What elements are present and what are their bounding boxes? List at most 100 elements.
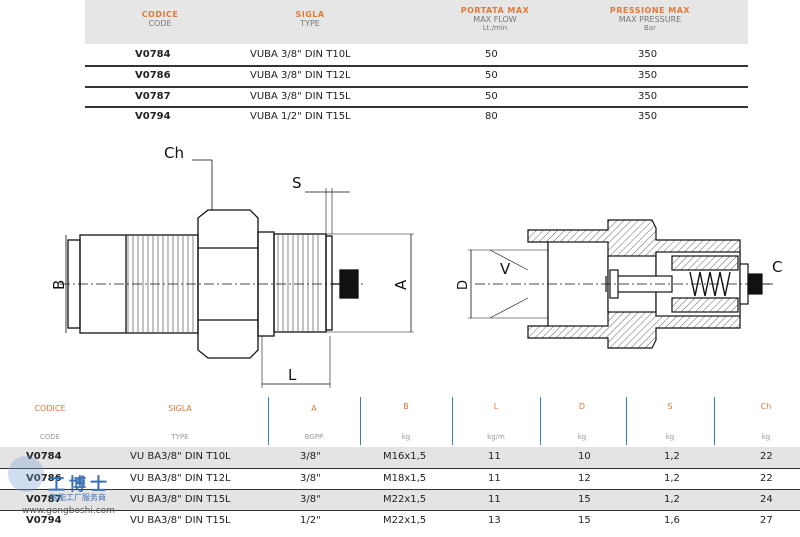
row-b: M22x1,5 xyxy=(383,515,427,526)
row-divider xyxy=(0,510,800,511)
bottom-header-ch: Ch xyxy=(760,402,772,411)
bottom-header-l-sub: kg/m xyxy=(487,433,505,441)
row-ch: 24 xyxy=(760,494,773,505)
table-row: V0786 VUBA 3/8" DIN T12L 50 350 xyxy=(85,65,748,87)
column-divider xyxy=(452,397,453,445)
row-code: V0786 xyxy=(26,473,62,484)
row-b: M16x1,5 xyxy=(383,451,427,462)
row-divider xyxy=(0,468,800,469)
bottom-header-b-sub: kg xyxy=(401,433,411,441)
table-row: V0787 VUBA 3/8" DIN T15L 50 350 xyxy=(85,86,748,108)
row-code: V0784 xyxy=(135,49,171,60)
bottom-header-s: S xyxy=(667,402,673,411)
row-l: 11 xyxy=(488,451,501,462)
row-a: 3/8" xyxy=(300,494,321,505)
top-table-header xyxy=(85,0,748,44)
row-code: V0786 xyxy=(135,70,171,81)
row-type: VU BA3/8" DIN T15L xyxy=(130,515,231,526)
column-divider xyxy=(540,397,541,445)
row-s: 1,2 xyxy=(664,473,680,484)
row-pressure: 350 xyxy=(638,70,658,81)
row-b: M22x1,5 xyxy=(383,494,427,505)
row-d: 15 xyxy=(578,515,591,526)
label-s: S xyxy=(292,174,302,192)
label-ch: Ch xyxy=(164,144,184,162)
bottom-header-type-sub: TYPE xyxy=(171,433,189,441)
column-divider xyxy=(626,397,627,445)
label-c: C xyxy=(772,258,782,276)
bottom-header-s-sub: kg xyxy=(665,433,675,441)
bottom-header-d: D xyxy=(578,402,586,411)
row-flow: 80 xyxy=(485,111,498,122)
bottom-header-ch-sub: kg xyxy=(761,433,771,441)
column-divider xyxy=(268,397,269,445)
label-d: D xyxy=(456,280,471,290)
row-flow: 50 xyxy=(485,70,498,81)
label-l: L xyxy=(288,366,297,384)
row-d: 12 xyxy=(578,473,591,484)
row-divider xyxy=(85,106,748,108)
table-row: V0794 VU BA3/8" DIN T15L 1/2" M22x1,5 13… xyxy=(0,511,800,532)
row-a: 3/8" xyxy=(300,451,321,462)
table-row: V0786 VU BA3/8" DIN T12L 3/8" M18x1,5 11… xyxy=(0,469,800,490)
column-divider xyxy=(714,397,715,445)
row-ch: 22 xyxy=(760,473,773,484)
watermark-title: 工博士 xyxy=(48,475,111,495)
label-a: A xyxy=(392,279,410,290)
header-flow: PORTATA MAX MAX FLOW Lt./min xyxy=(460,6,530,32)
row-code: V0784 xyxy=(26,451,62,462)
row-pressure: 350 xyxy=(638,49,658,60)
row-a: 3/8" xyxy=(300,473,321,484)
external-view xyxy=(60,159,414,388)
bottom-header-code: CODICE xyxy=(34,404,66,413)
row-a: 1/2" xyxy=(300,515,321,526)
row-type: VU BA3/8" DIN T10L xyxy=(130,451,231,462)
row-s: 1,2 xyxy=(664,494,680,505)
header-type: SIGLA TYPE xyxy=(295,10,325,28)
row-s: 1,6 xyxy=(664,515,680,526)
row-type: VU BA3/8" DIN T15L xyxy=(130,494,231,505)
bottom-header-a: A xyxy=(311,404,317,413)
header-code: CODICE CODE xyxy=(141,10,179,28)
technical-drawing: Ch S B A L D V C xyxy=(50,144,782,388)
row-l: 11 xyxy=(488,473,501,484)
header-pressure: PRESSIONE MAX MAX PRESSURE Bar xyxy=(609,6,691,32)
bottom-header-b: B xyxy=(403,402,409,411)
table-row: V0784 VUBA 3/8" DIN T10L 50 350 xyxy=(85,44,748,66)
row-code: V0787 xyxy=(26,494,62,505)
row-code: V0794 xyxy=(135,111,171,122)
section-view xyxy=(468,219,775,349)
watermark-logo-icon xyxy=(8,456,44,492)
row-type: VUBA 3/8" DIN T15L xyxy=(250,91,351,102)
row-l: 11 xyxy=(488,494,501,505)
row-type: VUBA 3/8" DIN T10L xyxy=(250,49,351,60)
row-flow: 50 xyxy=(485,91,498,102)
row-type: VU BA3/8" DIN T12L xyxy=(130,473,231,484)
row-b: M18x1,5 xyxy=(383,473,427,484)
row-ch: 27 xyxy=(760,515,773,526)
row-divider xyxy=(0,489,800,490)
row-divider xyxy=(85,65,748,67)
row-type: VUBA 3/8" DIN T12L xyxy=(250,70,351,81)
row-flow: 50 xyxy=(485,49,498,60)
label-v: V xyxy=(500,260,511,278)
table-row: V0794 VUBA 1/2" DIN T15L 80 350 xyxy=(85,106,748,128)
row-code: V0787 xyxy=(135,91,171,102)
table-row: V0784 VU BA3/8" DIN T10L 3/8" M16x1,5 11… xyxy=(0,447,800,468)
row-pressure: 350 xyxy=(638,111,658,122)
column-divider xyxy=(360,397,361,445)
row-pressure: 350 xyxy=(638,91,658,102)
row-code: V0794 xyxy=(26,515,62,526)
watermark-url: www.gongboshi.com xyxy=(22,506,115,516)
row-s: 1,2 xyxy=(664,451,680,462)
bottom-header-code-sub: CODE xyxy=(39,433,61,441)
row-ch: 22 xyxy=(760,451,773,462)
row-d: 10 xyxy=(578,451,591,462)
bottom-header-l: L xyxy=(493,402,499,411)
row-divider xyxy=(85,86,748,88)
bottom-header-d-sub: kg xyxy=(577,433,587,441)
row-type: VUBA 1/2" DIN T15L xyxy=(250,111,351,122)
row-d: 15 xyxy=(578,494,591,505)
label-b: B xyxy=(50,280,68,290)
watermark-subtitle: 智能工厂服务商 xyxy=(50,493,106,502)
